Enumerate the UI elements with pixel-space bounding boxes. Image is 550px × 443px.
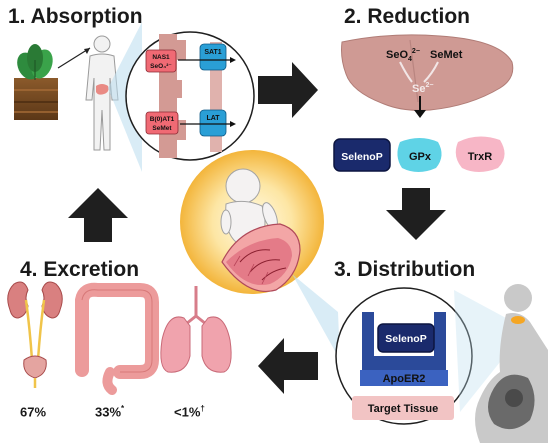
reduction-title: 2. Reduction: [344, 5, 471, 28]
human-body-icon: [85, 35, 119, 151]
placenta-icon: [221, 223, 301, 292]
trxr-badge: TrxR: [455, 136, 505, 172]
intestine-cell-icon: [125, 31, 255, 161]
lungs-percentage: <1%†: [174, 404, 205, 420]
colon-icon: [75, 282, 159, 395]
svg-text:SelenoP: SelenoP: [385, 333, 426, 345]
food-arrow: [57, 47, 91, 69]
transporter-b0at1: B(0)AT1 SeMet: [145, 111, 179, 135]
liver-icon: [341, 34, 514, 111]
arrow-excretion-to-absorption: [68, 188, 128, 242]
pregnant-woman-icon: [454, 284, 548, 443]
liver-selenate-label: SeO42−: [386, 48, 420, 63]
excretion-title: 4. Excretion: [20, 258, 140, 281]
svg-text:TrxR: TrxR: [468, 151, 493, 163]
transporter-sat1: SAT1: [199, 43, 227, 71]
svg-text:Target Tissue: Target Tissue: [368, 403, 439, 415]
target-tissue-box: Target Tissue: [352, 396, 454, 420]
transporter-nas1: NAS1 SeO₄²⁻: [145, 49, 177, 73]
selenate-label: SeO₄²⁻: [150, 63, 172, 70]
selenop-badge: SelenoP: [333, 138, 391, 172]
kidney-icon: [7, 281, 63, 388]
sat1-label: SAT1: [204, 49, 221, 56]
arrow-absorption-to-reduction: [258, 62, 318, 118]
b0at1-label: B(0)AT1: [150, 116, 175, 123]
zoom-cone: [108, 22, 142, 172]
colon-percentage: 33%*: [95, 404, 125, 420]
spinach-plant-icon: [14, 44, 58, 120]
distribution-zoom-cone: [292, 274, 340, 360]
kidney-percentage: 67%: [20, 404, 47, 420]
apoer2-label: ApoER2: [383, 373, 426, 385]
distribution-selenop-badge: SelenoP: [377, 323, 435, 353]
lungs-icon: [160, 286, 232, 373]
distribution-title: 3. Distribution: [334, 258, 476, 281]
liver-selenide-label: Se2−: [412, 82, 433, 95]
gpx-badge: GPx: [397, 138, 442, 172]
svg-text:SelenoP: SelenoP: [341, 151, 382, 163]
lat-label: LAT: [206, 115, 220, 122]
arrow-distribution-to-excretion: [258, 338, 318, 394]
apoer2-receptor: ApoER2: [360, 312, 448, 386]
arrow-reduction-to-distribution: [386, 188, 446, 240]
transporter-lat: LAT: [199, 109, 227, 137]
nas1-label: NAS1: [152, 54, 170, 61]
absorption-title: 1. Absorption: [8, 5, 143, 28]
liver-semet-label: SeMet: [430, 49, 463, 61]
semet-label: SeMet: [152, 125, 172, 132]
svg-text:GPx: GPx: [409, 151, 432, 163]
